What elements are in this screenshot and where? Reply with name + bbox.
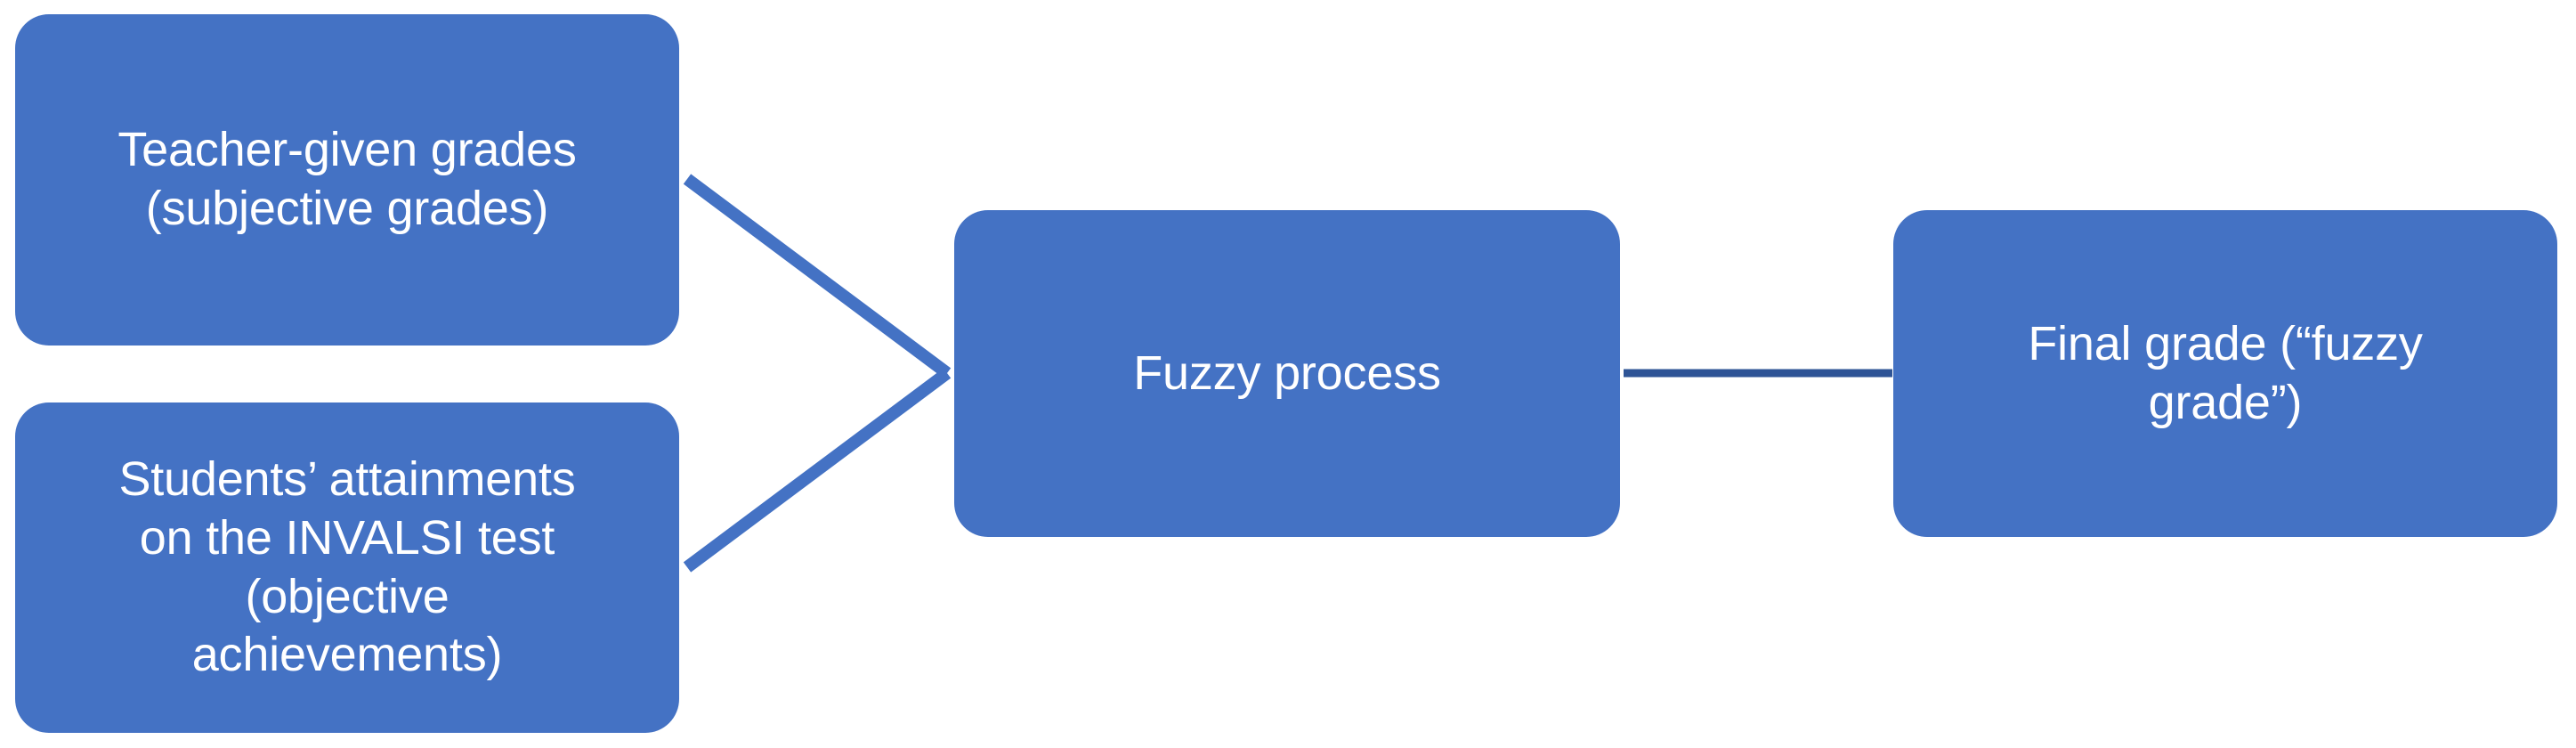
node-final-grade-label: Final grade (“fuzzy grade”): [2028, 316, 2423, 429]
connector-teacher-to-fuzzy: [683, 174, 952, 378]
connector-invalsi-to-fuzzy: [683, 368, 952, 573]
node-final-grade[interactable]: Final grade (“fuzzy grade”): [1893, 210, 2557, 537]
node-fuzzy-process-label: Fuzzy process: [1133, 346, 1441, 400]
node-students-invalsi-attainments[interactable]: Students’ attainments on the INVALSI tes…: [15, 402, 679, 733]
node-teacher-given-grades[interactable]: Teacher-given grades (subjective grades): [15, 14, 679, 346]
node-fuzzy-process[interactable]: Fuzzy process: [954, 210, 1620, 537]
node-students-invalsi-attainments-label: Students’ attainments on the INVALSI tes…: [118, 451, 576, 682]
node-teacher-given-grades-label: Teacher-given grades (subjective grades): [117, 123, 577, 235]
